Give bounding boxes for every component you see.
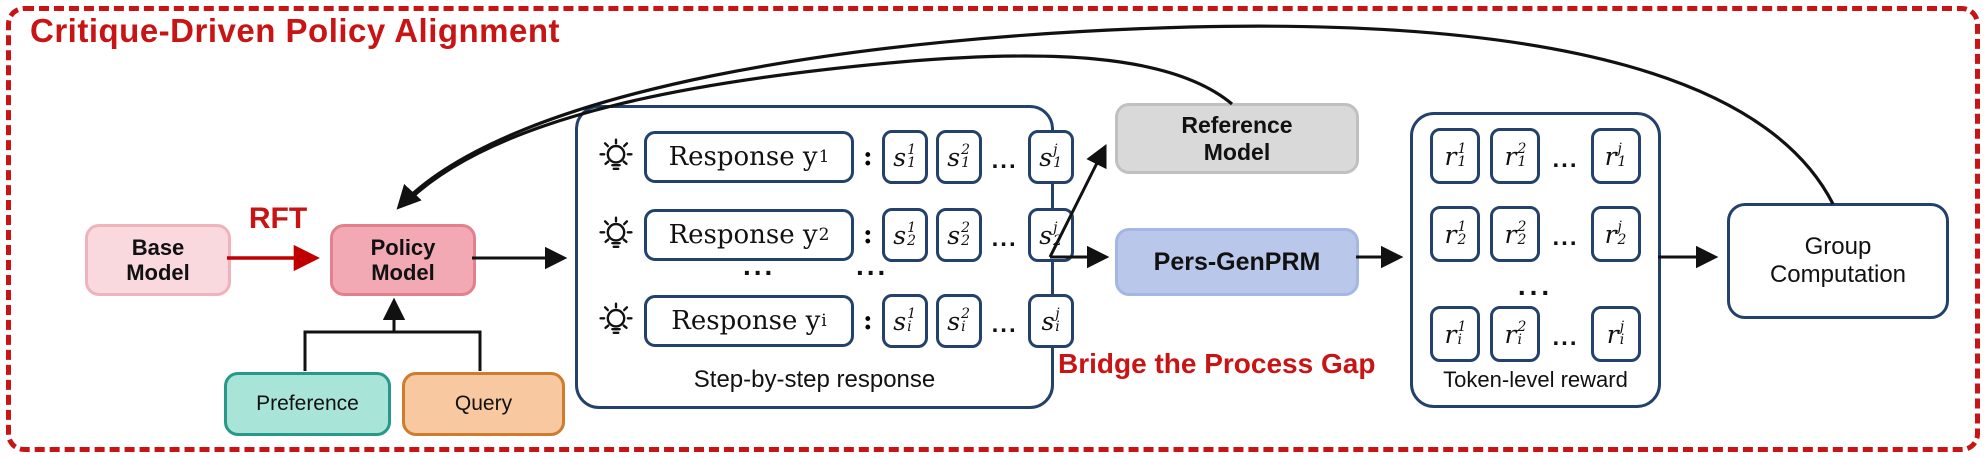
- group-computation-node: Group Computation: [1727, 203, 1949, 319]
- base-model-label-line2: Model: [126, 260, 190, 285]
- lightbulb-icon: [599, 138, 633, 170]
- base-model-node: Base Model: [85, 224, 231, 296]
- query-node: Query: [402, 372, 565, 436]
- ellipsis: ...: [1552, 324, 1579, 351]
- reference-model-node: Reference Model: [1115, 103, 1359, 174]
- ellipsis: ...: [1552, 146, 1579, 173]
- group-computation-label-line2: Computation: [1769, 261, 1907, 288]
- base-model-label-line1: Base: [131, 234, 185, 260]
- preference-node: Preference: [224, 372, 391, 436]
- pers-genprm-label: Pers-GenPRM: [1153, 247, 1321, 276]
- policy-model-label-line1: Policy: [370, 234, 436, 260]
- preference-label: Preference: [256, 391, 359, 415]
- colon: :: [863, 142, 873, 172]
- policy-model-node: Policy Model: [330, 224, 476, 296]
- ellipsis: ...: [991, 225, 1018, 252]
- dashed-frame: [6, 6, 1980, 452]
- ellipsis: ...: [1552, 224, 1579, 251]
- diagram-title: Critique-Driven Policy Alignment: [30, 12, 561, 49]
- reward-box-caption: Token-level reward: [1443, 367, 1628, 392]
- step-box-caption: Step-by-step response: [693, 366, 936, 393]
- ellipsis: ...: [991, 311, 1018, 338]
- reference-model-label-line2: Model: [1203, 138, 1271, 165]
- reward-mid-ellipsis: ...: [1517, 270, 1554, 301]
- step-mid-ellipsis-right: ...: [856, 250, 889, 281]
- pers-genprm-node: Pers-GenPRM: [1115, 228, 1359, 296]
- ellipsis: ...: [991, 147, 1018, 174]
- policy-model-label-line2: Model: [371, 260, 435, 285]
- colon: :: [863, 306, 873, 336]
- reference-model-label-line1: Reference: [1181, 112, 1293, 139]
- query-label: Query: [454, 391, 513, 415]
- lightbulb-icon: [599, 216, 633, 248]
- group-computation-label-line1: Group: [1804, 233, 1872, 261]
- step-mid-ellipsis-left: ...: [743, 250, 776, 281]
- colon: :: [863, 220, 873, 250]
- bridge-process-gap-caption: Bridge the Process Gap: [1058, 348, 1376, 379]
- rft-arrow-label: RFT: [248, 202, 308, 235]
- lightbulb-icon: [599, 302, 633, 334]
